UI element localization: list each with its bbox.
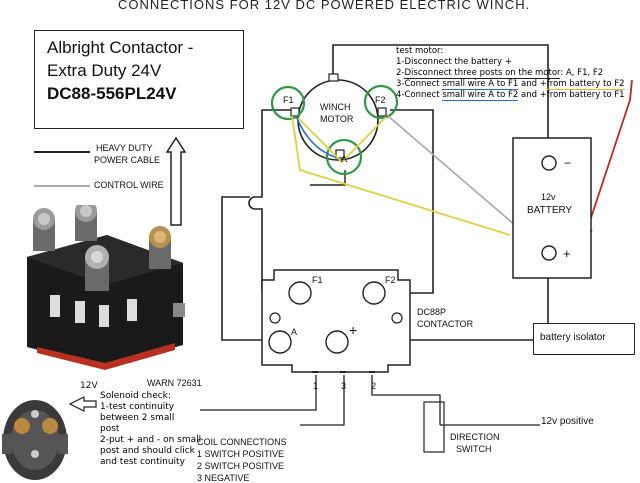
blue-wire — [295, 115, 339, 159]
contactor-f1-label: F1 — [312, 275, 323, 285]
contactor-photo-stripe — [37, 343, 175, 370]
motor-a-label: A — [341, 154, 348, 164]
albright-line-1: Albright Contactor - — [47, 38, 194, 57]
solenoid-note: Solenoid check: — [100, 391, 171, 401]
solenoid-check-notes: Solenoid check: 1-test continuity betwee… — [100, 391, 201, 468]
coil-wires — [200, 375, 441, 426]
legend-heavy-label-2: POWER CABLE — [94, 155, 161, 165]
green-circle-a — [325, 138, 363, 176]
direction-switch-label-2: SWITCH — [456, 444, 492, 454]
contactor-a-terminal — [268, 330, 292, 354]
contactor-body — [261, 269, 411, 373]
yellow-wire-1 — [291, 115, 511, 236]
contactor-photo-tab-1 — [50, 295, 60, 317]
page-title: CONNECTIONS FOR 12V DC POWERED ELECTRIC … — [118, 0, 531, 12]
solenoid-note: 2-put + and - on small — [100, 435, 202, 445]
motor-f1-label: F1 — [283, 95, 294, 105]
contactor-photo-tab-2 — [75, 301, 85, 323]
gray-wire — [387, 115, 531, 239]
contactor-photo-post-3 — [85, 245, 109, 291]
contactor-photo-bracket — [173, 303, 185, 317]
solenoid-note: post — [100, 424, 120, 434]
contactor-plus-label: + — [349, 322, 358, 338]
coil-connection-1: 1 SWITCH POSITIVE — [197, 449, 285, 459]
direction-switch-label-1: DIRECTION — [450, 432, 500, 442]
solenoid-photo-post-4 — [31, 450, 39, 458]
battery-isolator-box — [533, 323, 635, 355]
cable-left-lower — [221, 196, 285, 341]
contactor-photo-tab-4 — [127, 299, 137, 321]
motor-label-2: MOTOR — [320, 114, 354, 124]
contactor-label-2: CONTACTOR — [417, 319, 474, 329]
motor-label-1: WINCH — [320, 102, 351, 112]
battery-positive-terminal — [541, 245, 557, 261]
battery-negative-terminal — [541, 155, 557, 171]
contactor-f2-label: F2 — [385, 275, 396, 285]
solenoid-note: 1-test continuity — [100, 402, 175, 412]
albright-callout-box — [34, 30, 244, 129]
solenoid-note: post and should click — [100, 446, 195, 456]
coil-connection-2: 2 SWITCH POSITIVE — [197, 461, 285, 471]
warn-part-number: WARN 72631 — [147, 378, 202, 388]
test-motor-notes: test motor: 1-Disconnect the battery + 2… — [396, 46, 625, 101]
contactor-photo-post-4 — [149, 226, 171, 269]
switch-positive-label: 12v positive — [541, 416, 594, 427]
solenoid-arrow — [68, 396, 97, 412]
contactor-photo-post-2 — [75, 205, 97, 241]
battery-minus-symbol: − — [564, 156, 572, 170]
coil-connections-title: COIL CONNECTIONS — [197, 437, 287, 447]
solenoid-photo-post-1 — [14, 418, 30, 434]
motor-f1-post — [290, 107, 300, 117]
motor-top-post — [328, 73, 339, 82]
battery-isolator-label: battery isolator — [540, 332, 606, 343]
test-motor-step-4: 4-Connect small wire A to F2 and +from b… — [396, 90, 625, 101]
contactor-f1-terminal — [288, 281, 312, 305]
albright-part-number: DC88-556PL24V — [47, 84, 177, 103]
test-motor-title: test motor: — [396, 46, 444, 56]
solenoid-photo — [2, 400, 68, 480]
contactor-small-terminal-2 — [391, 312, 403, 324]
motor-a-post — [335, 149, 345, 159]
contactor-f2-terminal — [362, 281, 386, 305]
test-motor-step-1: 1-Disconnect the battery + — [396, 57, 512, 67]
solenoid-photo-post-2 — [42, 418, 58, 434]
cable-f2-motor — [380, 109, 434, 294]
green-circle-f1 — [270, 85, 306, 121]
albright-line-2: Extra Duty 24V — [47, 61, 162, 80]
coil-pin-1-label: 1 — [313, 381, 319, 391]
contactor-label-1: DC88P — [417, 307, 447, 317]
solenoid-voltage: 12V — [80, 381, 98, 391]
contactor-a-label: A — [291, 327, 298, 337]
battery-label-1: 12v — [541, 192, 556, 202]
contactor-plus-terminal — [325, 330, 349, 354]
contactor-photo — [27, 205, 185, 370]
solenoid-note: and test continuity — [100, 457, 185, 467]
red-wire — [584, 79, 633, 237]
cable-motor-to-battery-negative — [332, 44, 549, 155]
cable-f1-motor — [248, 109, 297, 291]
direction-switch-body — [423, 401, 445, 453]
legend-control-label: CONTROL WIRE — [94, 180, 164, 190]
contactor-photo-post-1 — [33, 208, 55, 251]
coil-pin-3-label: 3 — [341, 381, 347, 391]
test-motor-step-3: 3-Connect small wire A to F1 and +from b… — [396, 79, 625, 90]
legend-heavy-label-1: HEAVY DUTY — [96, 143, 153, 153]
yellow-wire-2 — [297, 116, 387, 164]
solenoid-photo-post-3 — [31, 410, 39, 418]
contactor-small-terminal-1 — [269, 312, 281, 324]
motor-f2-label: F2 — [375, 95, 386, 105]
coil-pin-2-label: 2 — [371, 381, 377, 391]
albright-arrow — [165, 136, 187, 226]
motor-f2-post — [377, 107, 387, 117]
test-motor-step-2: 2-Disconnect three posts on the motor: A… — [396, 68, 604, 79]
solenoid-note: between 2 small — [100, 413, 175, 423]
battery-label-2: BATTERY — [527, 205, 573, 216]
green-circle-f2 — [363, 84, 399, 120]
battery-plus-symbol: + — [563, 246, 571, 261]
contactor-photo-tab-3 — [99, 305, 109, 327]
coil-connection-3: 3 NEGATIVE — [197, 473, 250, 483]
